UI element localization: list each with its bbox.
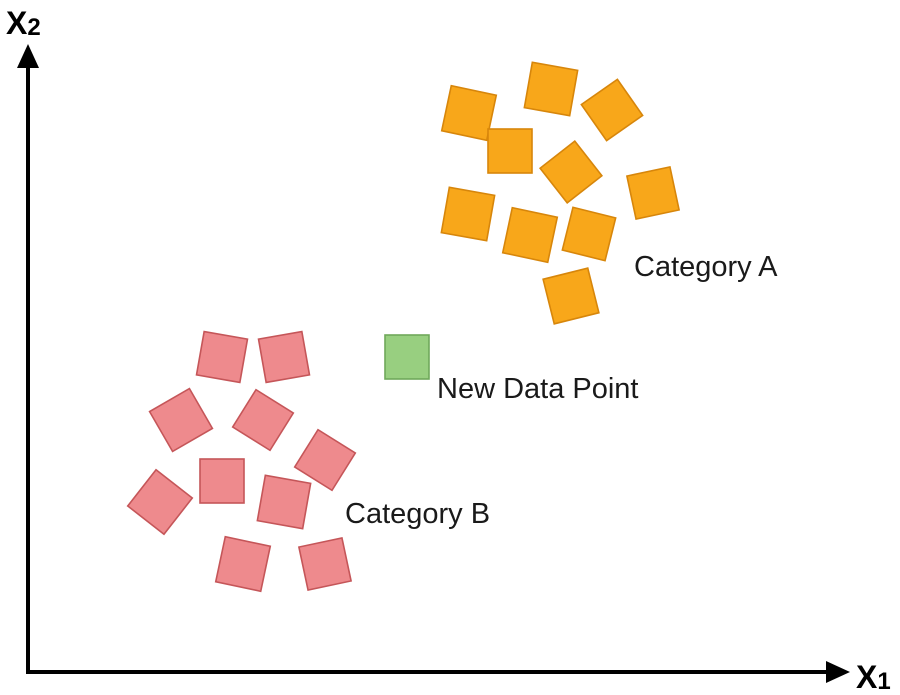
category-a-square xyxy=(561,206,617,262)
category-a-square xyxy=(440,84,498,142)
category-a-square xyxy=(625,165,681,221)
category-b-square xyxy=(195,330,249,384)
category-a-square xyxy=(538,139,604,205)
category-b-square xyxy=(126,468,194,536)
category-a-square xyxy=(440,186,496,242)
category-a-cluster xyxy=(440,61,681,325)
category-b-square xyxy=(257,330,311,384)
category-a-square xyxy=(542,267,600,325)
category-b-square xyxy=(231,388,295,452)
y-axis-label-subscript: 2 xyxy=(27,14,40,41)
category-b-square xyxy=(297,536,353,592)
x-axis-label-letter: X xyxy=(856,659,878,695)
category-a-label: Category A xyxy=(634,251,778,283)
x-axis-label-subscript: 1 xyxy=(877,668,890,695)
new-data-point-label: New Data Point xyxy=(437,373,639,405)
y-axis-label: X2 xyxy=(6,5,41,41)
new-data-point-square xyxy=(384,334,430,380)
category-a-square xyxy=(523,61,579,117)
category-a-square xyxy=(487,128,533,174)
category-a-square xyxy=(580,78,644,142)
y-axis-label-letter: X xyxy=(6,5,28,41)
category-b-label: Category B xyxy=(345,498,490,530)
category-b-square xyxy=(148,387,214,453)
category-b-cluster xyxy=(126,330,357,593)
category-b-square xyxy=(256,474,312,530)
category-a-square xyxy=(501,206,559,264)
category-b-square xyxy=(199,458,245,504)
x-axis-label: X1 xyxy=(856,659,891,695)
category-b-square xyxy=(293,428,357,492)
category-b-square xyxy=(214,535,272,593)
axes xyxy=(17,44,850,683)
x-axis-arrowhead xyxy=(826,661,850,683)
y-axis-arrowhead xyxy=(17,44,39,68)
